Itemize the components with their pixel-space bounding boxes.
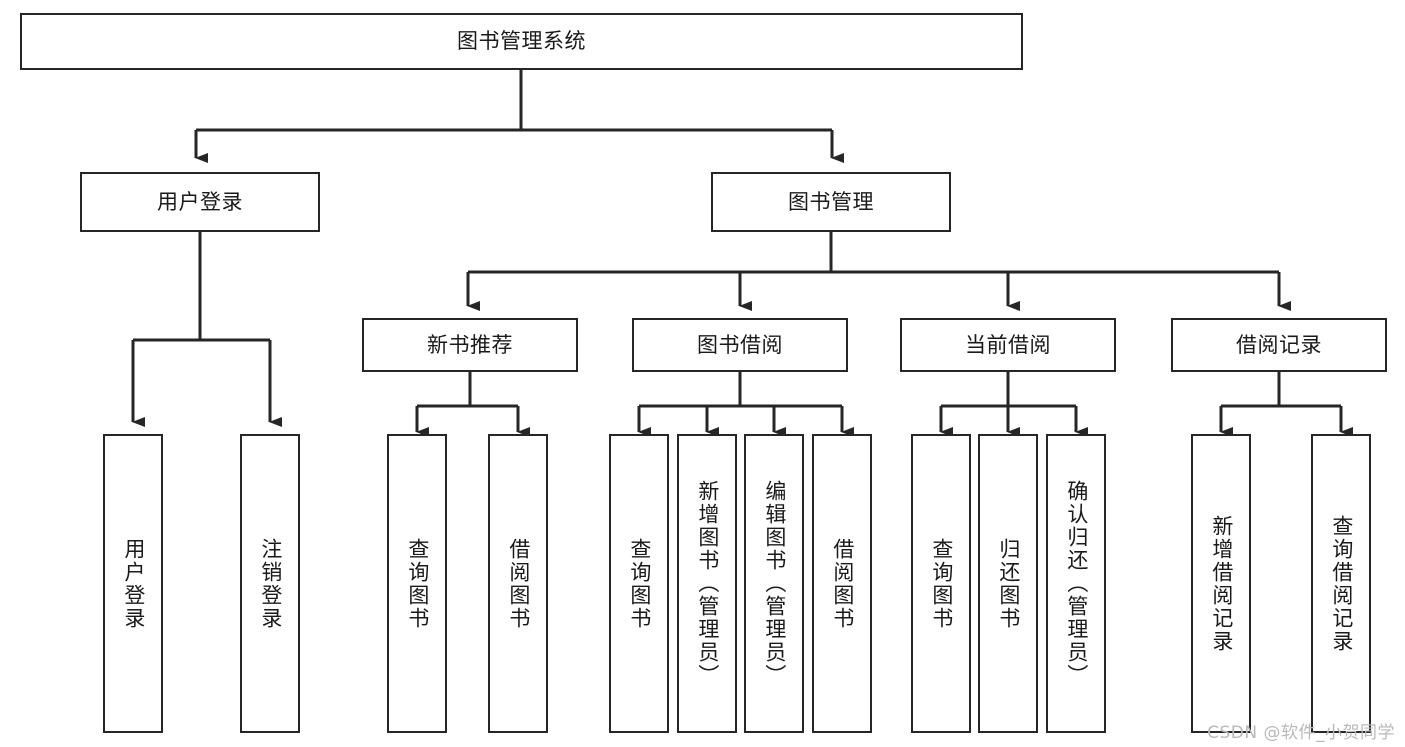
node-new-book-recommend[interactable]: 新书推荐 [362,318,578,372]
node-leaf-user-login-label: 用户登录 [121,537,146,630]
node-user-login[interactable]: 用户登录 [80,172,320,232]
node-leaf-logout[interactable]: 注销登录 [240,434,300,733]
node-leaf-edit-book[interactable]: 编辑图书（管理员） [744,434,804,733]
node-leaf-borrow-book-1[interactable]: 借阅图书 [488,434,548,733]
csdn-watermark: CSDN @软件_小贺同学 [1207,723,1395,743]
node-book-manage-label: 图书管理 [788,189,874,214]
node-leaf-add-record-label: 新增借阅记录 [1209,514,1234,653]
node-leaf-query-book-1[interactable]: 查询图书 [387,434,447,733]
node-current-borrow-label: 当前借阅 [965,332,1051,357]
node-leaf-logout-label: 注销登录 [258,537,283,630]
node-leaf-query-book-3-label: 查询图书 [929,537,954,630]
node-leaf-borrow-book-2-label: 借阅图书 [830,537,855,630]
node-leaf-add-record[interactable]: 新增借阅记录 [1191,434,1251,733]
node-leaf-return-book[interactable]: 归还图书 [978,434,1038,733]
node-current-borrow[interactable]: 当前借阅 [900,318,1116,372]
node-borrow-record-label: 借阅记录 [1236,332,1322,357]
node-leaf-query-book-3[interactable]: 查询图书 [911,434,971,733]
node-leaf-confirm-return[interactable]: 确认归还（管理员） [1046,434,1106,733]
node-leaf-query-book-1-label: 查询图书 [405,537,430,630]
node-leaf-add-book[interactable]: 新增图书（管理员） [677,434,737,733]
node-book-borrow-label: 图书借阅 [697,332,783,357]
node-leaf-edit-book-label: 编辑图书（管理员） [762,480,787,687]
node-leaf-borrow-book-2[interactable]: 借阅图书 [812,434,872,733]
node-book-manage[interactable]: 图书管理 [711,172,951,232]
node-book-borrow[interactable]: 图书借阅 [632,318,848,372]
node-leaf-add-book-label: 新增图书（管理员） [695,480,720,687]
node-leaf-query-record-label: 查询借阅记录 [1329,514,1354,653]
node-leaf-borrow-book-1-label: 借阅图书 [506,537,531,630]
node-leaf-query-record[interactable]: 查询借阅记录 [1311,434,1371,733]
node-user-login-label: 用户登录 [157,189,243,214]
node-root-label: 图书管理系统 [457,29,586,53]
node-leaf-query-book-2-label: 查询图书 [627,537,652,630]
node-leaf-return-book-label: 归还图书 [996,537,1021,630]
node-borrow-record[interactable]: 借阅记录 [1171,318,1387,372]
node-leaf-confirm-return-label: 确认归还（管理员） [1064,480,1089,687]
node-new-book-recommend-label: 新书推荐 [427,332,513,357]
node-root[interactable]: 图书管理系统 [20,13,1023,70]
node-leaf-user-login[interactable]: 用户登录 [103,434,163,733]
node-leaf-query-book-2[interactable]: 查询图书 [609,434,669,733]
